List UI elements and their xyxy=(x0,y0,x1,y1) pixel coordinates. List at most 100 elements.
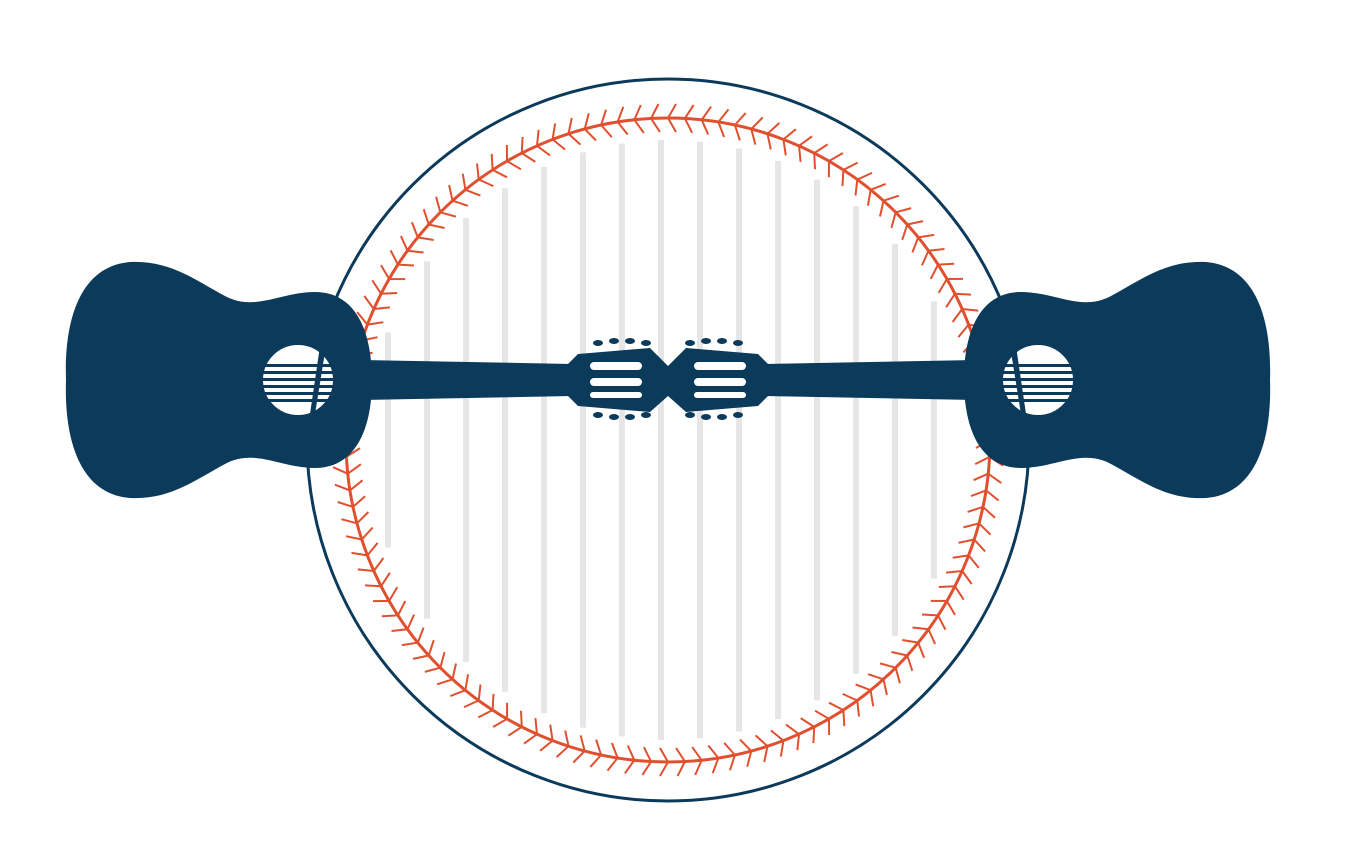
seam-stitch xyxy=(854,171,873,196)
seam-stitch xyxy=(739,738,753,767)
seam-stitch xyxy=(901,220,924,241)
seam-stitch xyxy=(490,153,508,179)
seam-stitch xyxy=(371,279,398,295)
seam-stitch xyxy=(911,233,935,253)
seam-stitch xyxy=(389,249,415,267)
seam-stitch xyxy=(930,599,956,616)
seam-stitch xyxy=(958,538,986,553)
string-line xyxy=(814,179,820,701)
seam-stitch xyxy=(589,739,603,768)
headstock-slots xyxy=(694,362,746,398)
seam-stitch xyxy=(449,674,469,698)
seam-stitch xyxy=(867,673,888,696)
string-line xyxy=(931,301,937,579)
seam-stitch xyxy=(841,161,859,187)
seam-stitch xyxy=(463,684,482,709)
seam-stitch xyxy=(572,735,586,764)
seam-stitch xyxy=(973,472,1002,484)
seam-stitch xyxy=(921,613,947,631)
seam-stitch xyxy=(912,626,937,645)
seam-stitch xyxy=(813,143,829,170)
tuning-pegs xyxy=(593,338,651,420)
seam-stitch xyxy=(667,103,677,133)
seam-stitch xyxy=(691,746,703,776)
sound-hole xyxy=(999,341,1077,419)
seam-stitch xyxy=(356,311,384,326)
seam-stitch xyxy=(600,109,613,138)
seam-stitch xyxy=(650,103,661,133)
string-line xyxy=(463,218,469,662)
string-line xyxy=(853,206,859,674)
seam-stitch xyxy=(929,262,955,280)
string-line xyxy=(775,160,781,720)
left-guitar-icon xyxy=(65,261,668,499)
seam-stitch xyxy=(606,742,619,772)
seam-stitch xyxy=(555,730,570,758)
seam-stitch xyxy=(337,495,366,508)
seam-stitch xyxy=(717,108,730,138)
seam-stitch xyxy=(814,709,831,736)
string-line xyxy=(619,143,625,737)
guitar-neck xyxy=(764,360,976,400)
seam-stitch xyxy=(357,557,385,572)
seam-stitch xyxy=(436,663,457,686)
seam-stitch xyxy=(963,522,992,536)
baseball-icon xyxy=(305,77,1031,803)
seam-stitch xyxy=(345,526,374,541)
seam-stitch xyxy=(842,692,860,717)
seam-stitch xyxy=(828,701,846,727)
string-line xyxy=(385,332,391,548)
seam-stitch xyxy=(624,745,636,774)
seam-stitch xyxy=(659,747,669,777)
seam-stitch xyxy=(507,710,523,737)
seam-stitch xyxy=(785,723,800,751)
seam-stitch xyxy=(334,479,364,492)
string-line xyxy=(424,261,430,619)
seam-stitch xyxy=(520,136,536,163)
seam-stitch xyxy=(782,128,797,156)
tuning-pegs xyxy=(685,338,743,420)
seam-stitch xyxy=(946,570,973,585)
string-line xyxy=(736,148,742,732)
seam-stitch xyxy=(523,718,538,745)
string-line xyxy=(892,243,898,637)
seam-stitch xyxy=(505,144,522,171)
seam-stitch xyxy=(332,463,362,475)
seam-stitch xyxy=(951,308,979,323)
seam-stitch xyxy=(800,717,816,744)
seam-stitch xyxy=(937,277,964,294)
seam-stitch xyxy=(967,505,996,519)
string-lines xyxy=(385,140,937,740)
seam-stitch xyxy=(867,182,887,206)
seam-stitch xyxy=(351,542,379,557)
seam-stitch xyxy=(750,116,764,145)
seam-stitch xyxy=(435,196,457,218)
string-line xyxy=(658,140,664,740)
seam-stitch xyxy=(879,662,901,684)
headstock-slots xyxy=(590,362,642,398)
seam-stitch xyxy=(890,207,912,229)
seam-stitch xyxy=(891,651,914,672)
seam-stitch xyxy=(410,221,434,241)
seam-stitch xyxy=(879,194,900,217)
seam-stitch xyxy=(399,235,424,254)
seam-stitch xyxy=(492,702,509,728)
seam-stitch xyxy=(461,173,481,197)
guitar-body xyxy=(65,261,372,499)
string-line xyxy=(580,152,586,728)
seam-stitch xyxy=(412,639,435,660)
guitar-neck xyxy=(360,360,572,400)
seam-stitch xyxy=(424,651,446,673)
seam-stitch xyxy=(827,152,844,178)
seam-stitch xyxy=(733,112,747,141)
seam-stitch xyxy=(945,292,972,308)
seam-stitch xyxy=(902,639,926,659)
seam-stitch xyxy=(723,742,736,771)
seam-stitch xyxy=(391,614,416,632)
seam-stitch xyxy=(641,746,653,776)
seam-stitch xyxy=(567,117,582,146)
seam-stitch xyxy=(448,184,469,207)
seam-stitch xyxy=(401,627,425,647)
seam-stitch xyxy=(920,248,945,266)
